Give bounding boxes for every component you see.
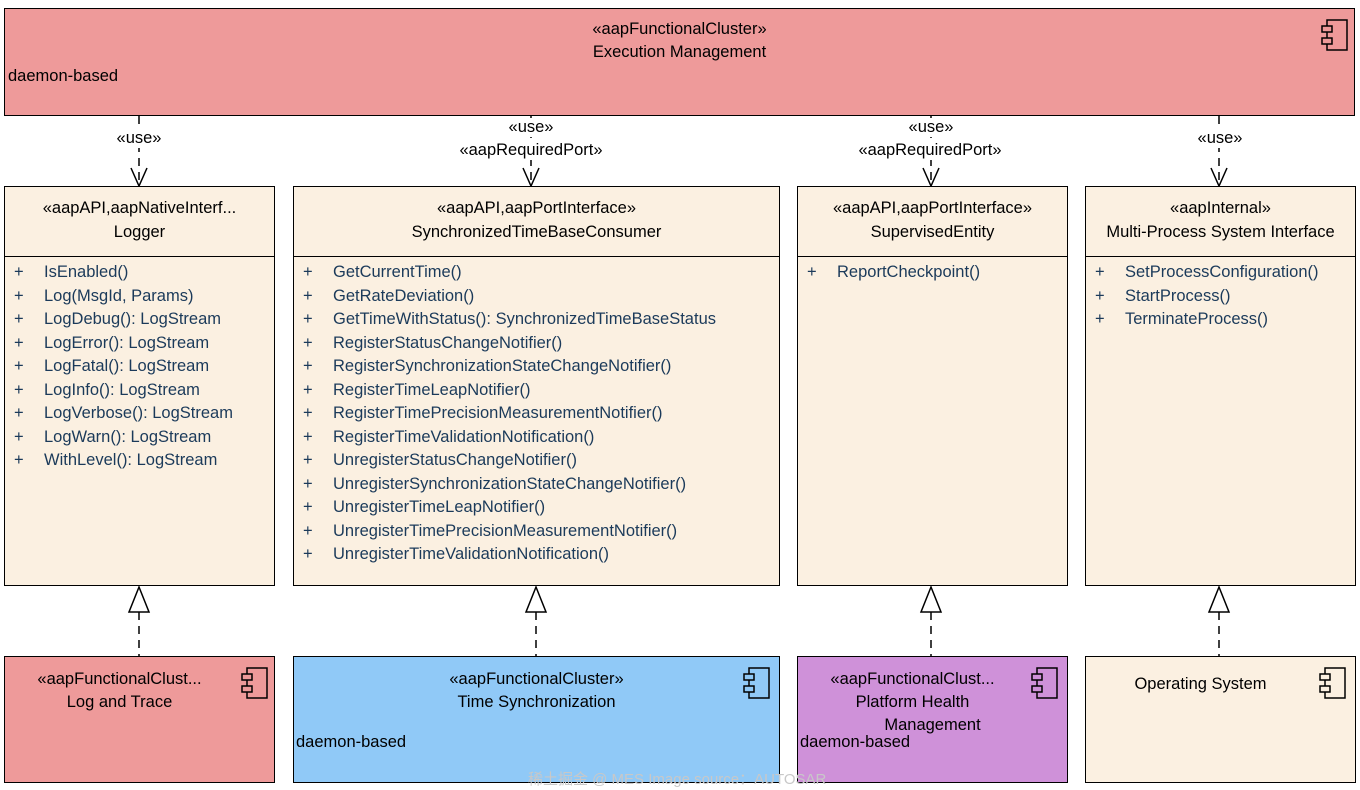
log-and-trace-cluster[interactable]: «aapFunctionalClust... Log and Trace (4, 656, 275, 783)
required-port-label-supervised: «aapRequiredPort» (845, 141, 1015, 160)
operations-list: +GetCurrentTime() +GetRateDeviation() +G… (294, 261, 779, 567)
cluster-stereotype: «aapFunctionalCluster» (592, 20, 767, 38)
operation: +LogFatal(): LogStream (14, 357, 210, 375)
operating-system-component[interactable]: Operating System (1085, 656, 1356, 783)
use-label-timebase: «use» (500, 118, 562, 137)
cluster-note: daemon-based (296, 733, 407, 751)
operation: +TerminateProcess() (1095, 310, 1269, 328)
component-icon (1319, 667, 1346, 699)
realization-triangle-supervised (919, 584, 943, 613)
operation: +GetCurrentTime() (303, 263, 462, 281)
cluster-stereotype: «aapFunctionalClust... (37, 670, 202, 688)
cluster-name-line1: Platform Health (855, 693, 970, 711)
cluster-stereotype: «aapFunctionalCluster» (449, 670, 624, 688)
operation: +UnregisterTimeLeapNotifier() (303, 498, 546, 516)
operations-list: +IsEnabled() +Log(MsgId, Params) +LogDeb… (5, 261, 274, 473)
operation: +RegisterSynchronizationStateChangeNotif… (303, 357, 672, 375)
component-icon (743, 667, 770, 699)
operation: +Log(MsgId, Params) (14, 286, 194, 305)
operations-list: +ReportCheckpoint() (798, 261, 1067, 285)
interface-header: «aapAPI,aapPortInterface» SynchronizedTi… (294, 187, 779, 257)
interface-name: Logger (113, 223, 166, 241)
operation: +IsEnabled() (14, 263, 129, 281)
operation: +UnregisterSynchronizationStateChangeNot… (303, 474, 687, 493)
interface-stereotype: «aapAPI,aapPortInterface» (832, 199, 1033, 217)
operation: +ReportCheckpoint() (807, 263, 981, 281)
logger-interface[interactable]: «aapAPI,aapNativeInterf... Logger +IsEna… (4, 186, 275, 586)
component-icon (1321, 19, 1348, 51)
cluster-name-line2: Management (884, 716, 981, 734)
platform-health-management-cluster[interactable]: «aapFunctionalClust... Platform Health M… (797, 656, 1068, 783)
operation: +RegisterTimePrecisionMeasurementNotifie… (303, 404, 663, 422)
interface-stereotype: «aapAPI,aapNativeInterf... (42, 199, 237, 217)
operation: +UnregisterTimePrecisionMeasurementNotif… (303, 521, 678, 540)
operation: +StartProcess() (1095, 286, 1231, 305)
cluster-name: Log and Trace (66, 693, 173, 711)
operations-list: +SetProcessConfiguration() +StartProcess… (1086, 261, 1355, 332)
operation: +LogWarn(): LogStream (14, 427, 212, 446)
operation: +LogDebug(): LogStream (14, 310, 222, 328)
interface-name: Multi-Process System Interface (1106, 223, 1335, 241)
interface-header: «aapAPI,aapNativeInterf... Logger (5, 187, 274, 257)
operation: +LogVerbose(): LogStream (14, 404, 233, 422)
operation: +LogError(): LogStream (14, 333, 210, 352)
operation: +UnregisterStatusChangeNotifier() (303, 451, 577, 469)
operation: +RegisterStatusChangeNotifier() (303, 333, 563, 352)
operation: +GetRateDeviation() (303, 286, 475, 305)
use-label-logger: «use» (109, 129, 169, 148)
multi-process-system-interface[interactable]: «aapInternal» Multi-Process System Inter… (1085, 186, 1356, 586)
operation: +UnregisterTimeValidationNotification() (303, 545, 610, 563)
execution-management-cluster[interactable]: «aapFunctionalCluster» Execution Managem… (4, 8, 1355, 116)
cluster-stereotype: «aapFunctionalClust... (830, 670, 995, 688)
timebase-consumer-interface[interactable]: «aapAPI,aapPortInterface» SynchronizedTi… (293, 186, 780, 586)
supervised-entity-interface[interactable]: «aapAPI,aapPortInterface» SupervisedEnti… (797, 186, 1068, 586)
operation: +LogInfo(): LogStream (14, 380, 200, 399)
operation: +WithLevel(): LogStream (14, 451, 218, 469)
operation: +RegisterTimeLeapNotifier() (303, 380, 531, 399)
interface-header: «aapInternal» Multi-Process System Inter… (1086, 187, 1355, 257)
component-icon (241, 667, 268, 699)
cluster-name: Time Synchronization (457, 693, 616, 711)
cluster-note: daemon-based (800, 733, 911, 751)
realization-triangle-mpsi (1207, 584, 1231, 613)
time-synchronization-cluster[interactable]: «aapFunctionalCluster» Time Synchronizat… (293, 656, 780, 783)
operation: +GetTimeWithStatus(): SynchronizedTimeBa… (303, 310, 716, 328)
interface-stereotype: «aapInternal» (1170, 199, 1271, 217)
use-label-mpsi: «use» (1190, 129, 1250, 148)
realization-triangle-timebase (524, 584, 548, 613)
operation: +RegisterTimeValidationNotification() (303, 427, 595, 446)
watermark: 稀土掘金 @ MES Image source：AUTOSAR (528, 771, 827, 788)
component-icon (1031, 667, 1058, 699)
cluster-note: daemon-based (8, 67, 119, 85)
required-port-label-timebase: «aapRequiredPort» (446, 141, 616, 160)
interface-stereotype: «aapAPI,aapPortInterface» (436, 199, 637, 217)
use-label-supervised: «use» (900, 118, 962, 137)
interface-header: «aapAPI,aapPortInterface» SupervisedEnti… (798, 187, 1067, 257)
interface-name: SupervisedEntity (870, 223, 995, 241)
realization-triangle-logger (127, 584, 151, 613)
component-name: Operating System (1134, 675, 1267, 693)
cluster-name: Execution Management (592, 43, 767, 61)
interface-name: SynchronizedTimeBaseConsumer (411, 223, 662, 241)
operation: +SetProcessConfiguration() (1095, 263, 1319, 281)
